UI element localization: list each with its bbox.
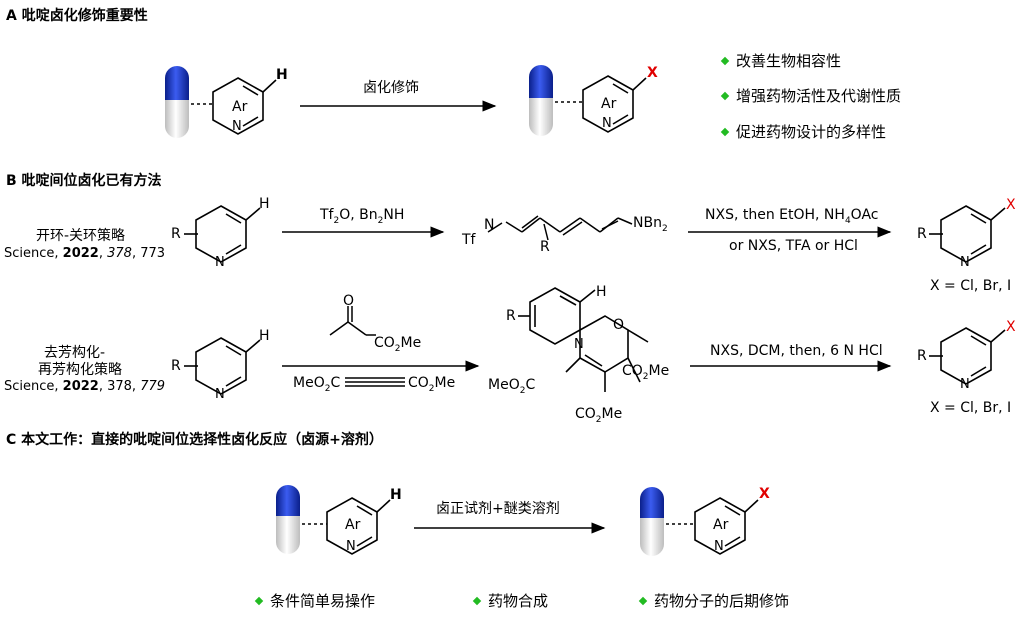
ring-label-a-right: Ar bbox=[601, 96, 617, 112]
n-label-a-left: N bbox=[232, 119, 242, 134]
method2-name-line1: 去芳构化- bbox=[44, 345, 106, 361]
method2-reference: Science, 2022, 378, 779 bbox=[4, 379, 166, 394]
bullet-a-3: 促进药物设计的多样性 bbox=[720, 125, 886, 140]
h-label-b2-left: H bbox=[259, 328, 270, 344]
x-label-b1-right: X bbox=[1006, 197, 1016, 213]
h-label-a-left: H bbox=[276, 67, 288, 83]
n-label-b1-left: N bbox=[215, 255, 225, 270]
ring-label-a-left: Ar bbox=[232, 99, 248, 115]
reagent-b2-pyruvate: CO2Me bbox=[374, 335, 422, 354]
intermediate-b2-meo2c: MeO2C bbox=[488, 377, 536, 396]
intermediate-b1-n: N bbox=[484, 217, 495, 233]
x-label-c-right: X bbox=[759, 486, 770, 502]
intermediate-b2-n: N bbox=[574, 337, 584, 352]
bullet-dot-icon bbox=[720, 127, 730, 137]
method1-name: 开环-关环策略 bbox=[36, 228, 126, 244]
dmad-triple-bond bbox=[345, 377, 405, 387]
section-c-title: C 本文工作：直接的吡啶间位选择性卤化反应（卤源+溶剂） bbox=[6, 432, 383, 448]
x-label-a-right: X bbox=[647, 65, 658, 81]
bullet-dot-icon bbox=[638, 596, 648, 606]
intermediate-b1-tf: Tf bbox=[462, 232, 476, 248]
x-label-b2-right: X bbox=[1006, 319, 1016, 335]
bullet-dot-icon bbox=[720, 56, 730, 66]
bullet-c-3: 药物分子的后期修饰 bbox=[638, 594, 789, 609]
n-label-b2-right: N bbox=[960, 377, 970, 392]
pyridine-ring-a-left bbox=[191, 77, 277, 135]
reaction-label-a: 卤化修饰 bbox=[363, 80, 419, 96]
bullet-a-2: 增强药物活性及代谢性质 bbox=[720, 89, 901, 104]
reagent-b2-dmad-left: MeO2C bbox=[293, 375, 341, 394]
reagent-b2-b: NXS, DCM, then, 6 N HCl bbox=[710, 343, 883, 359]
n-label-b2-left: N bbox=[215, 387, 225, 402]
r-label-b2-left: R bbox=[171, 358, 181, 374]
methyl-pyruvate bbox=[329, 306, 376, 336]
product-note-b2: X = Cl, Br, I bbox=[930, 400, 1012, 416]
intermediate-b2-co2me-bottom: CO2Me bbox=[575, 406, 623, 425]
drug-capsule-a-left bbox=[165, 66, 189, 138]
bullet-a-1: 改善生物相容性 bbox=[720, 54, 841, 69]
r-label-b1-right: R bbox=[917, 226, 927, 242]
product-note-b1: X = Cl, Br, I bbox=[930, 278, 1012, 294]
section-b-title: B 吡啶间位卤化已有方法 bbox=[6, 173, 162, 189]
intermediate-b2-o: O bbox=[613, 317, 625, 333]
pyridine-ring-c-right bbox=[666, 497, 759, 555]
pyruvate-o-label: O bbox=[343, 293, 355, 309]
pyridine-ring-b1-right bbox=[929, 205, 1006, 263]
pyridine-ring-b2-left bbox=[184, 337, 261, 395]
h-label-b1-left: H bbox=[259, 196, 270, 212]
pyridine-ring-b1-left bbox=[184, 205, 261, 263]
h-label-c-left: H bbox=[390, 487, 402, 503]
section-a-title: A 吡啶卤化修饰重要性 bbox=[6, 8, 148, 24]
method2-name-line2: 再芳构化策略 bbox=[38, 362, 122, 378]
r-label-b1-left: R bbox=[171, 226, 181, 242]
n-label-c-right: N bbox=[714, 539, 724, 554]
reagent-b1-b-bottom: or NXS, TFA or HCl bbox=[729, 238, 858, 254]
reaction-label-c: 卤正试剂+醚类溶剂 bbox=[436, 501, 560, 517]
pyridine-ring-c-left bbox=[302, 497, 391, 555]
oxazino-pyridine-intermediate bbox=[518, 287, 649, 392]
method1-reference: Science, 2022, 378, 773 bbox=[4, 246, 166, 261]
intermediate-b1-nbn2: NBn2 bbox=[633, 215, 668, 234]
bullet-c-1: 条件简单易操作 bbox=[254, 594, 375, 609]
intermediate-b2-r: R bbox=[506, 308, 516, 324]
drug-capsule-c-right bbox=[640, 487, 664, 556]
intermediate-b1-r: R bbox=[540, 239, 550, 255]
pyridine-ring-b2-right bbox=[929, 327, 1006, 385]
bullet-dot-icon bbox=[254, 596, 264, 606]
drug-capsule-a-right bbox=[529, 65, 553, 136]
n-label-b1-right: N bbox=[960, 255, 970, 270]
ring-label-c-right: Ar bbox=[713, 517, 729, 533]
pyridine-ring-a-right bbox=[555, 75, 647, 133]
bullet-c-2: 药物合成 bbox=[472, 594, 548, 609]
intermediate-b2-co2me-right: CO2Me bbox=[622, 363, 670, 382]
r-label-b2-right: R bbox=[917, 348, 927, 364]
n-label-a-right: N bbox=[602, 116, 612, 131]
intermediate-b2-h: H bbox=[596, 284, 607, 300]
reagent-b1-a: Tf2O, Bn2NH bbox=[320, 207, 405, 226]
ring-label-c-left: Ar bbox=[345, 517, 361, 533]
bullet-dot-icon bbox=[720, 91, 730, 101]
drug-capsule-c-left bbox=[276, 485, 300, 554]
zincke-imine-chain bbox=[487, 215, 633, 241]
bullet-dot-icon bbox=[472, 596, 482, 606]
reagent-b1-b-top: NXS, then EtOH, NH4OAc bbox=[705, 207, 879, 226]
n-label-c-left: N bbox=[346, 539, 356, 554]
reagent-b2-dmad-right: CO2Me bbox=[408, 375, 456, 394]
